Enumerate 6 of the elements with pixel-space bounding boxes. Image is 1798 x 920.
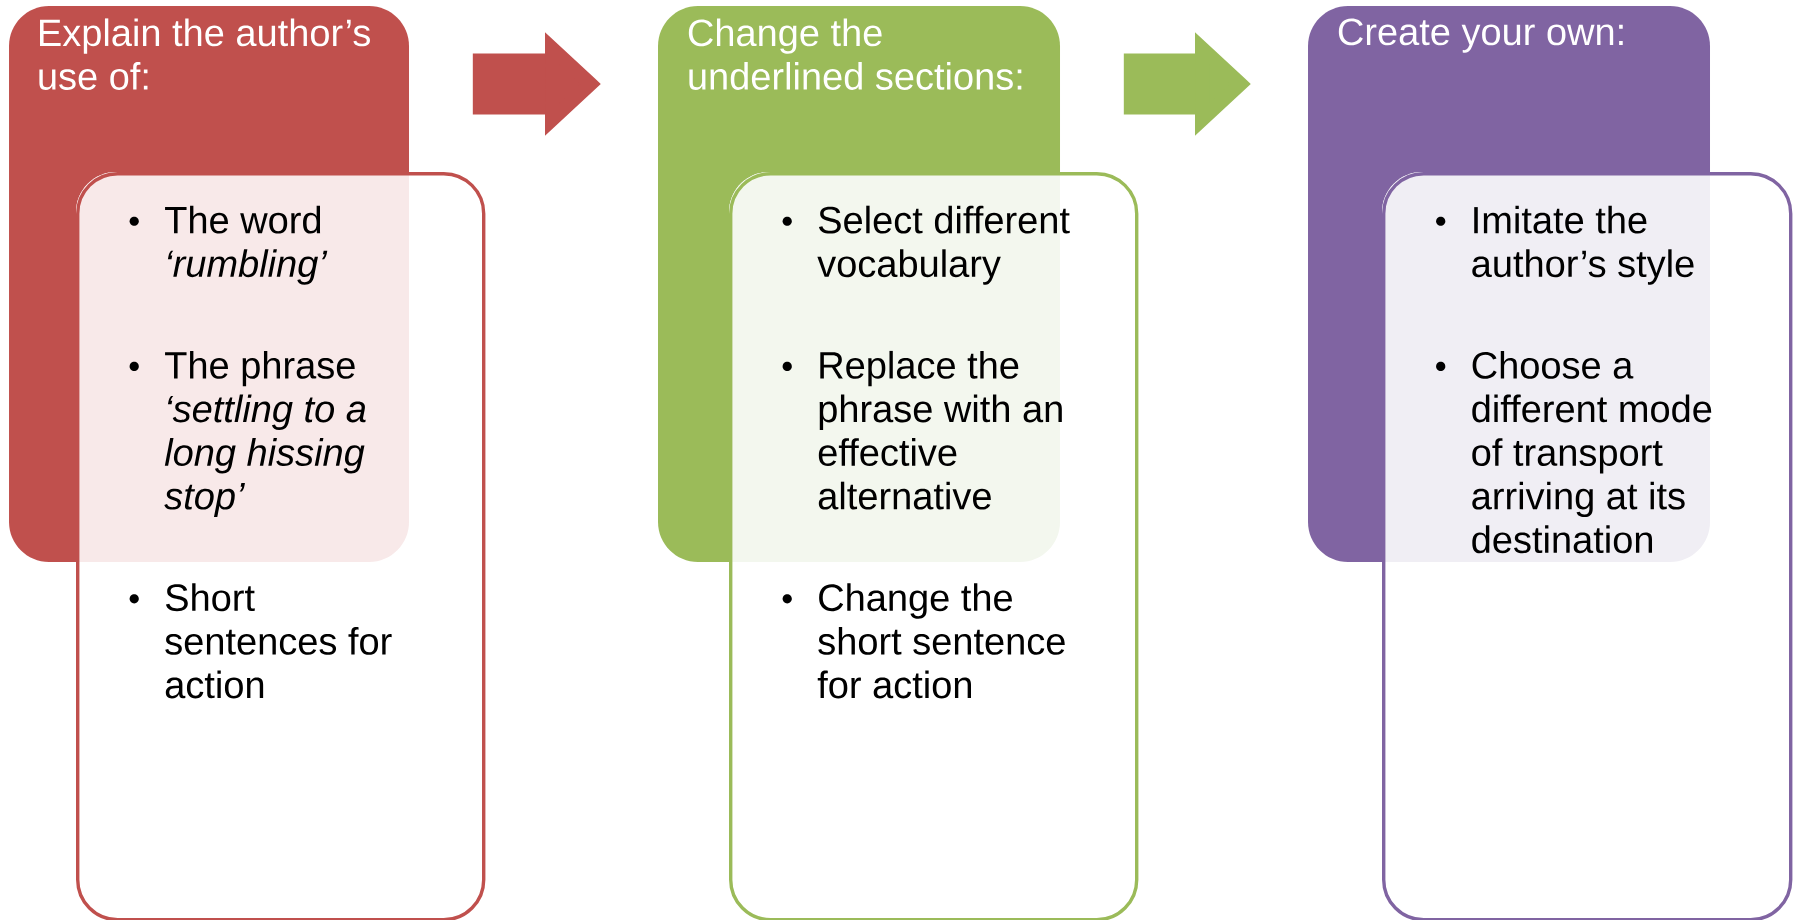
list-box: The word ‘rumbling’ The phrase ‘settling to a long hissing stop’ Short sentences for action <box>76 172 486 920</box>
list-box: Imitate the author’s style Choose a different mode of transport arriving at its destination <box>1382 172 1793 920</box>
list-box: Select different vocabulary Replace the phrase with an effective alternative Change the short sentence for action <box>729 172 1139 920</box>
heading: Explain the author’s use of: <box>39 18 370 90</box>
heading: Change the underlined sections: <box>688 18 1022 90</box>
heading: Create your own: <box>1338 18 1623 53</box>
